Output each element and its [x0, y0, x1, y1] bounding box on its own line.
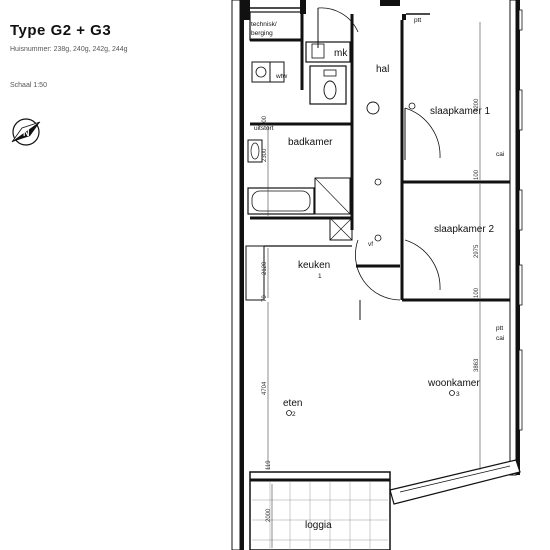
dim-100-a: 100 — [474, 169, 480, 180]
bedroom-2 — [402, 239, 510, 302]
dimension-lines — [267, 22, 481, 548]
dim-119: 119 — [266, 460, 272, 470]
shaft — [329, 217, 353, 241]
hall-light-2-icon — [374, 234, 382, 242]
eten-label: eten — [283, 398, 302, 409]
slaapkamer-1-label: slaapkamer 1 — [430, 106, 490, 117]
dim-2300: 2300 — [262, 148, 268, 162]
angled-facade — [389, 459, 521, 505]
mark-1: 1 — [318, 273, 322, 280]
dim-2975: 2975 — [474, 244, 480, 258]
loggia-tiles — [252, 482, 388, 550]
loggia-label: loggia — [305, 520, 332, 531]
dim-100-b: 100 — [474, 287, 480, 298]
toilet — [309, 65, 347, 105]
front-door-swing — [317, 7, 359, 33]
loggia — [249, 471, 391, 550]
cai-label-1: cai — [496, 151, 504, 158]
technical-room — [249, 11, 304, 90]
ventilation-icon — [366, 101, 380, 115]
slaapkamer-2-label: slaapkamer 2 — [434, 224, 494, 235]
ceiling-light-icon — [408, 102, 416, 110]
ptt-label-2: ptt — [496, 325, 503, 332]
hall-light-icon — [374, 178, 382, 186]
kitchen — [245, 239, 401, 301]
dim-4200: 4200 — [474, 98, 480, 112]
cai-label-2: cai — [496, 335, 504, 342]
mk-label: mk — [334, 48, 348, 59]
dim-2000: 2000 — [266, 508, 272, 522]
woonkamer-light-icon — [449, 390, 455, 396]
dim-2120: 2120 — [262, 261, 268, 275]
dim-4704: 4704 — [262, 381, 268, 395]
eten-light-icon — [286, 410, 292, 416]
north-label: N — [23, 128, 30, 138]
north-arrow-icon: N — [11, 118, 41, 146]
vf-label: vf — [368, 241, 373, 248]
right-exterior-wall — [509, 0, 523, 476]
dim-100-c: 100 — [262, 115, 268, 126]
wtw-label: wtw — [275, 73, 288, 80]
woonkamer-label: woonkamer — [427, 378, 480, 389]
scale-label: Schaal 1:50 — [10, 82, 47, 89]
house-numbers: Huisnummer: 238g, 240g, 242g, 244g — [10, 46, 128, 53]
technical-room-label-1: technisk/ — [251, 21, 277, 28]
plan-title: Type G2 + G3 — [10, 22, 112, 39]
hal-label: hal — [376, 64, 389, 75]
dim-3863: 3863 — [474, 358, 480, 372]
left-exterior-wall — [231, 0, 244, 550]
ptt-label-1: ptt — [414, 17, 421, 24]
mark-2: 2 — [292, 411, 296, 418]
top-wall — [244, 0, 430, 20]
badkamer-label: badkamer — [288, 137, 333, 148]
dim-70: 70 — [262, 295, 268, 302]
technical-room-label-2: berging — [251, 30, 273, 37]
mark-3: 3 — [456, 391, 460, 398]
bedroom-1 — [402, 107, 510, 184]
keuken-label: keuken — [298, 260, 330, 271]
uitstort-label: uitstort — [254, 125, 274, 132]
